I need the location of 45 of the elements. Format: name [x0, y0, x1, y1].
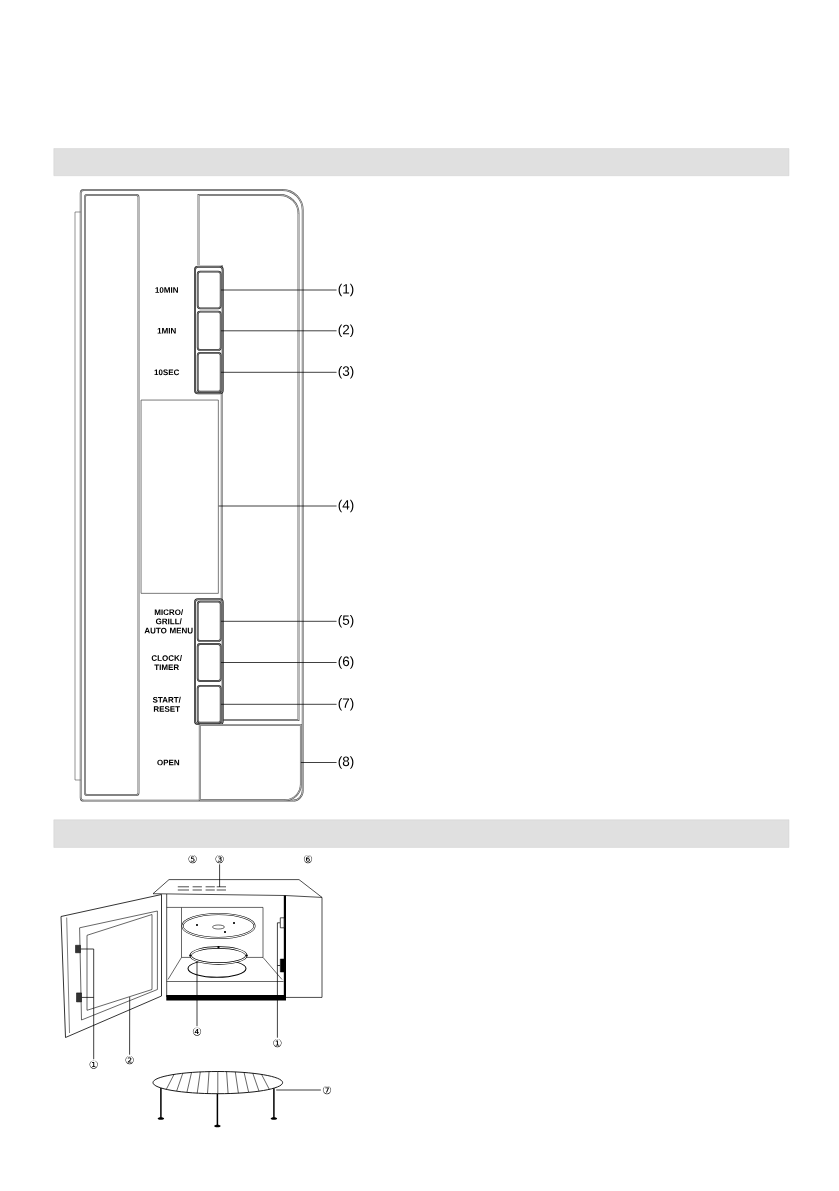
button-label: START/ RESET: [152, 696, 181, 712]
door-latch: [75, 945, 81, 953]
leader-line: [275, 1089, 322, 1091]
callout-number: (1): [338, 283, 354, 297]
leader-line: [220, 703, 337, 705]
callout-number: (7): [338, 698, 354, 711]
leader-line: [277, 922, 281, 1039]
callout-number: ⑦: [322, 1085, 332, 1095]
leader-line: [80, 948, 95, 1060]
door-latch: [76, 992, 82, 1003]
leader-line: [129, 996, 131, 1056]
callout-number: (3): [338, 366, 354, 379]
leader-line: [218, 505, 337, 507]
callout-number: (5): [338, 615, 354, 628]
leader-line: [220, 371, 337, 373]
callout-number: (6): [338, 656, 354, 669]
leader-line: [300, 762, 337, 763]
callout-number: ④: [192, 1027, 202, 1036]
leader-line: [220, 662, 337, 663]
interlock-slot: [279, 917, 285, 929]
callout-number: ⑤: [188, 854, 197, 864]
interlock-slot: [280, 958, 285, 973]
callout-number: (2): [338, 324, 354, 338]
callout-number: ②: [125, 1055, 134, 1065]
leader-line: [220, 330, 337, 332]
leader-line: [196, 961, 198, 1027]
button-label: 1MIN: [157, 328, 176, 334]
callout-number: ⑥: [303, 854, 313, 864]
grill-rack: [152, 1071, 284, 1128]
callout-number: (4): [338, 499, 354, 513]
button-label: 10MIN: [155, 287, 178, 293]
button-label: 10SEC: [154, 369, 180, 376]
leader-line: [220, 289, 337, 291]
button-label: MICRO/ GRILL/ AUTO MENU: [144, 609, 193, 634]
button-label: CLOCK/ TIMER: [151, 655, 182, 670]
callout-number: ①: [273, 1038, 282, 1048]
roller-ring: [189, 946, 248, 965]
leader-line: [219, 863, 220, 888]
callout-number: (8): [338, 756, 354, 769]
leader-line: [220, 620, 337, 622]
callout-number: ①: [89, 1060, 98, 1069]
callout-number: ③: [215, 854, 224, 864]
door-window: [86, 914, 153, 1011]
display-window: [140, 399, 219, 594]
button-label: OPEN: [157, 759, 180, 766]
